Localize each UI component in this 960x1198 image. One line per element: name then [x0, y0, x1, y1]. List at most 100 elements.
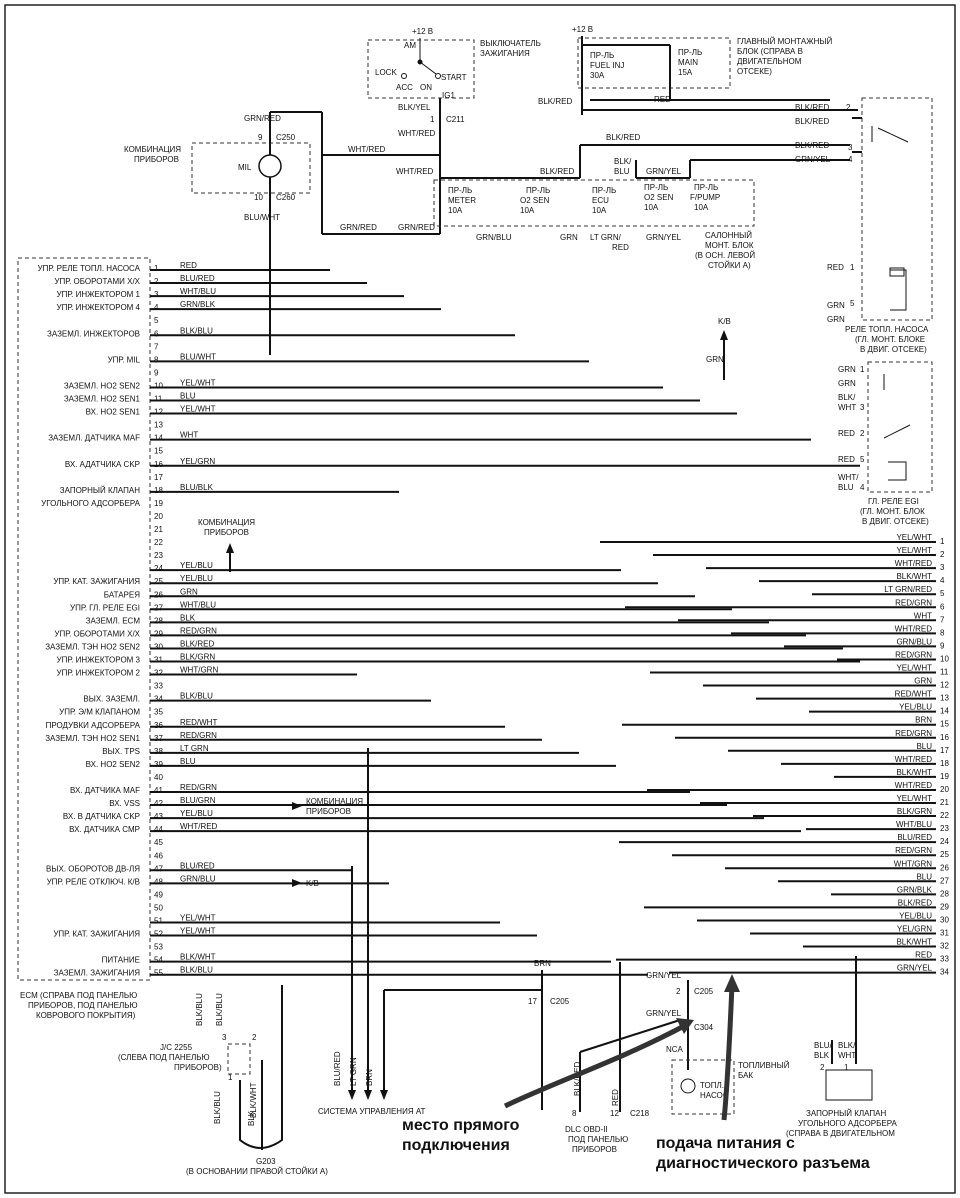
- ecm-pin-wire: BLU/RED: [180, 861, 215, 870]
- ecm-pin-label: УГОЛЬНОГО АДСОРБЕРА: [41, 499, 140, 508]
- egi-p0: 1: [860, 365, 865, 374]
- c205-name-right: C205: [694, 987, 714, 996]
- ecm-pin-label: ВХ. VSS: [109, 799, 140, 808]
- jc-title-3: ПРИБОРОВ): [174, 1063, 222, 1072]
- ecm-pin-row: 53: [154, 943, 163, 952]
- dlc-pin-wire: BLU: [916, 872, 932, 881]
- cluster-conn-top: C250: [276, 133, 296, 142]
- egi-w2: BLK/: [838, 393, 856, 402]
- ecm-pin-number: 24: [154, 564, 163, 573]
- dlc-pin-number: 22: [940, 811, 949, 820]
- jc-title-1: J/C 2255: [160, 1043, 193, 1052]
- ecm-pin-wire: RED/WHT: [180, 718, 217, 727]
- ecm-pin-label: ЗАЗЕМЛ. HO2 SEN1: [64, 395, 141, 404]
- fpr-p2: 3: [848, 143, 853, 152]
- jc-p1: 2: [252, 1033, 257, 1042]
- salon-title-1: САЛОННЫЙ: [705, 231, 752, 240]
- cv-w1: BLK: [814, 1051, 830, 1060]
- dlc-pin-a: 8: [572, 1109, 577, 1118]
- ecm-pin-wire: BLU/GRN: [180, 796, 216, 805]
- ecm-pin-number: 17: [154, 473, 163, 482]
- ecm-pin-label: ВХ. HO2 SEN1: [86, 408, 141, 417]
- kv-wire: GRN: [706, 355, 724, 364]
- ecm-pin-number: 26: [154, 590, 163, 599]
- main-fuse-block: +12 В ГЛАВНЫЙ МОНТАЖНЫЙ БЛОК (СПРАВА В Д…: [538, 25, 858, 115]
- dlc-pin-wire: YEL/GRN: [897, 925, 932, 934]
- g203-note: (В ОСНОВАНИИ ПРАВОЙ СТОЙКИ А): [186, 1167, 328, 1176]
- salon-title-3: (В ОСН. ЛЕВОЙ: [695, 251, 755, 260]
- c304-wire2: NCA: [666, 1045, 684, 1054]
- egi-w4: RED: [838, 429, 855, 438]
- dlc-pin-number: 27: [940, 876, 949, 885]
- c304-name: C304: [694, 1023, 714, 1032]
- ecm-pin-number: 42: [154, 799, 163, 808]
- ecm-pin-number: 52: [154, 930, 163, 939]
- ecm-pin-wire: BLK/BLU: [180, 326, 213, 335]
- ecm-pin-number: 39: [154, 760, 163, 769]
- ecm-cluster-l2: ПРИБОРОВ: [204, 528, 249, 537]
- ecm-pin-row: 15: [154, 447, 163, 456]
- ecm-title-3: КОВРОВОГО ПОКРЫТИЯ): [36, 1011, 136, 1020]
- salon-f4-l3: 10A: [644, 203, 659, 212]
- ecm-pin-label: ПИТАНИЕ: [102, 956, 140, 965]
- salon-f2-l2: O2 SEN: [520, 196, 550, 205]
- dlc-pin-b: 12: [610, 1109, 619, 1118]
- dlc-pin-number: 28: [940, 889, 949, 898]
- dlc-pin-number: 18: [940, 759, 949, 768]
- main-fuse1-l3: 30A: [590, 71, 605, 80]
- cv-title-3: (СПРАВА В ДВИГАТЕЛЬНОМ: [786, 1129, 895, 1138]
- ecm-pin-number: 27: [154, 603, 163, 612]
- ecm-pin-label: УПР. ГЛ. РЕЛЕ EGI: [70, 603, 140, 612]
- ecm-pin-wire: YEL/WHT: [180, 927, 216, 936]
- annotation-direct-connect: место прямого подключения: [402, 1018, 694, 1154]
- ecm-pin-label: УПР. ИНЖЕКТОРОМ 1: [57, 290, 141, 299]
- ecm-pin-number: 7: [154, 342, 159, 351]
- salon-f3-l3: 10A: [592, 206, 607, 215]
- ecm-pin-label: УПР. ИНЖЕКТОРОМ 2: [57, 669, 141, 678]
- ecm-pin-row: 33: [154, 682, 163, 691]
- note-power-2: диагностического разъема: [656, 1155, 870, 1172]
- dlc-pin-number: 32: [940, 942, 949, 951]
- dlc-pin-number: 14: [940, 707, 949, 716]
- ecm-pin-wire: YEL/BLU: [180, 809, 213, 818]
- dlc-pin-wire: YEL/WHT: [896, 546, 932, 555]
- dlc-pin-number: 34: [940, 968, 949, 977]
- salon-f3-l2: ECU: [592, 196, 609, 205]
- ecm-pin-row: 40: [154, 773, 163, 782]
- egi-w7: BLU: [838, 483, 854, 492]
- ecm-pin-label: УПР. ОБОРОТАМИ Х/Х: [54, 277, 140, 286]
- ecm-pin-number: 31: [154, 656, 163, 665]
- dlc-pin-wire: BLK/WHT: [896, 768, 932, 777]
- ecm-pin-wire: RED/GRN: [180, 626, 217, 635]
- ecm-pin-label: ЗАЗЕМЛ. ECM: [86, 616, 141, 625]
- ecm-pin-number: 14: [154, 434, 163, 443]
- ecm-pin-wire: BLK/RED: [180, 639, 214, 648]
- ecm-pin-wire: BLU: [180, 757, 196, 766]
- salon-tw-0: WHT/RED: [348, 145, 386, 154]
- fpr-w3: GRN/YEL: [795, 155, 831, 164]
- ecm-pin-number: 16: [154, 460, 163, 469]
- cv-title-2: УГОЛЬНОГО АДСОРБЕРА: [798, 1119, 897, 1128]
- ecm-pin-label: ЗАЗЕМЛ. ТЭН HO2 SEN2: [45, 642, 140, 651]
- dlc-pin-number: 24: [940, 837, 949, 846]
- ecm-pin-number: 30: [154, 642, 163, 651]
- dlc-pin-wire: BRN: [915, 716, 932, 725]
- ecm-pin-row: 45: [154, 838, 163, 847]
